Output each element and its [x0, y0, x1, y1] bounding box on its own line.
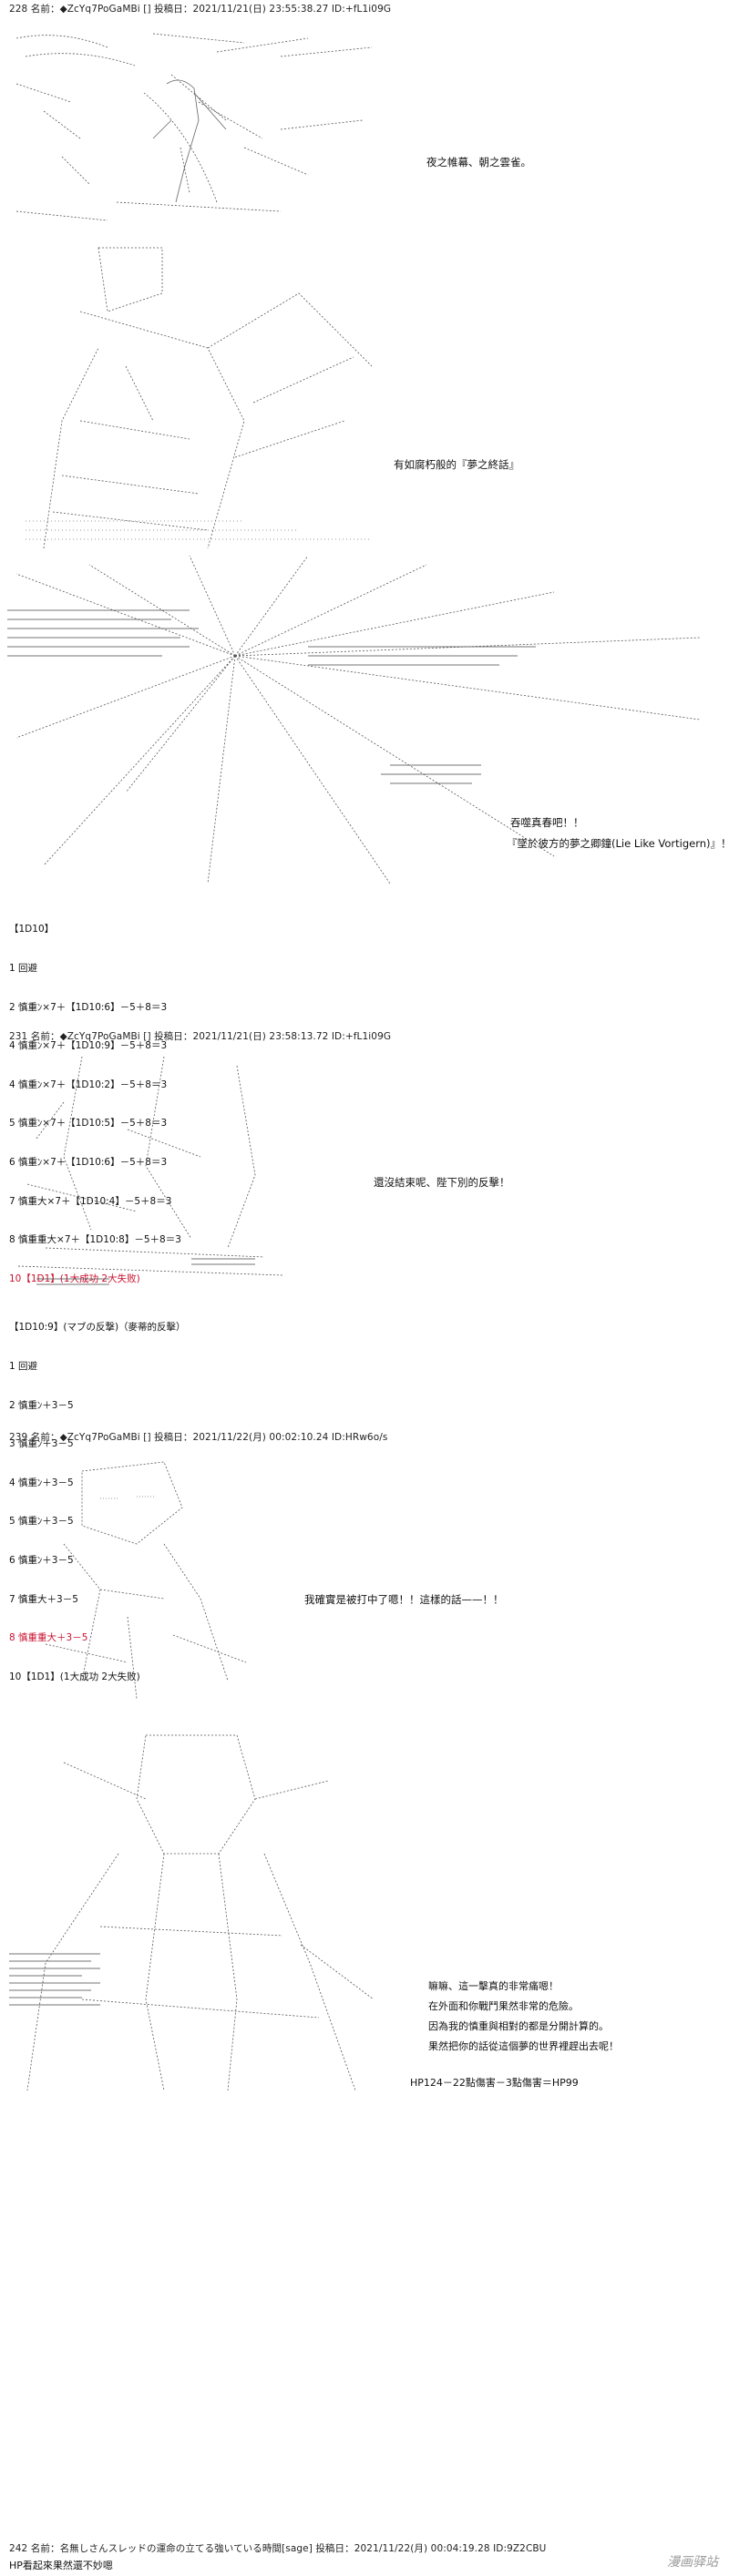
roll-line: 1 回避 — [9, 963, 38, 975]
ascii-art-standing-girl — [9, 1726, 392, 2100]
dialogue-239-2: 在外面和你戰鬥果然非常的危險。 — [428, 2000, 579, 2012]
site-watermark: 漫画驿站 — [667, 2555, 718, 2570]
roll-line: 【1D10】 — [9, 924, 55, 935]
hp-calculation: HP124－22點傷害－3點傷害＝HP99 — [410, 2077, 579, 2089]
dialogue-239-4: 果然把你的話從這個夢的世界裡趕出去呢！ — [428, 2040, 619, 2052]
ascii-art-girl-hit — [27, 1453, 255, 1708]
roll-line: 1 回避 — [9, 1361, 38, 1373]
post-header-242: 242 名前：名無しさんスレッドの運命の立てる強いている時間[sage] 投稿日… — [9, 2543, 547, 2554]
roll-line: 4 慎重ﾝ×7＋【1D10:2】－5＋8＝3 — [9, 1078, 168, 1090]
dialogue-228-4: 『墜於彼方的夢之卿鐘(Lie Like Vortigern)』！！ — [507, 837, 729, 850]
roll-line: 【1D10:9】(マブの反撃)（麥蒂的反擊） — [9, 1322, 186, 1334]
dialogue-231: 還沒結束呢、陛下別的反擊！ — [374, 1176, 510, 1189]
dice-roll-list-231: 【1D10:9】(マブの反撃)（麥蒂的反擊） 1 回避 2 慎重ﾝ＋3－5 3 … — [9, 1295, 186, 1710]
roll-line: 10【1D1】(1大成功 2大失败) — [9, 1671, 140, 1682]
post-header-228: 228 名前：◆ZcYq7PoGaMBi [] 投稿日：2021/11/21(日… — [9, 4, 392, 15]
dialogue-228-3: 吞噬真春吧！！ — [510, 816, 584, 829]
roll-line-highlight: 8 慎重重大＋3－5 — [9, 1632, 88, 1644]
roll-line: 2 慎重ﾝ＋3－5 — [9, 1399, 74, 1411]
roll-line: 4 慎重ﾝ＋3－5 — [9, 1477, 74, 1488]
dialogue-228: 夜之帷幕、朝之雲雀。 — [426, 156, 531, 169]
roll-line: 6 慎重ﾝ＋3－5 — [9, 1555, 74, 1567]
roll-line: 5 慎重ﾝ＋3－5 — [9, 1516, 74, 1528]
dialogue-242: HP看起來果然還不妙嗯 — [9, 2560, 113, 2571]
post-header-239: 239 名前：◆ZcYq7PoGaMBi [] 投稿日：2021/11/22(月… — [9, 1432, 388, 1443]
roll-line: 4 慎重ﾝ×7＋【1D10:9】－5＋8＝3 — [9, 1040, 168, 1052]
roll-line: 5 慎重ﾝ×7＋【1D10:5】－5＋8＝3 — [9, 1118, 168, 1130]
ascii-art-counterattack — [9, 1048, 301, 1293]
roll-line: 8 慎重重大×7＋【1D10:8】－5＋8＝3 — [9, 1234, 181, 1246]
post-header-231: 231 名前：◆ZcYq7PoGaMBi [] 投稿日：2021/11/21(日… — [9, 1031, 392, 1042]
ascii-art-rising-figure — [26, 239, 390, 548]
roll-line: 7 慎重大＋3－5 — [9, 1593, 78, 1605]
roll-line: 6 慎重ﾝ×7＋【1D10:6】－5＋8＝3 — [9, 1157, 168, 1169]
ascii-art-night-sky — [7, 20, 399, 230]
dialogue-239-1: 嘛嘛、這一擊真的非常痛嗯！ — [428, 1980, 559, 1992]
ascii-art-explosion — [7, 556, 718, 893]
roll-line: 2 慎重ﾝ×7＋【1D10:6】－5＋8＝3 — [9, 1001, 168, 1013]
dialogue-239: 我確實是被打中了嗯！！這樣的話——！！ — [304, 1593, 504, 1606]
dialogue-228-2: 有如腐朽般的『夢之終話』 — [394, 458, 519, 471]
roll-line: 3 慎重ﾝ＋3－5 — [9, 1438, 74, 1450]
dialogue-239-3: 因為我的慎重與相對的都是分開計算的。 — [428, 2020, 609, 2032]
dice-roll-list-228: 【1D10】 1 回避 2 慎重ﾝ×7＋【1D10:6】－5＋8＝3 4 慎重ﾝ… — [9, 897, 181, 1312]
